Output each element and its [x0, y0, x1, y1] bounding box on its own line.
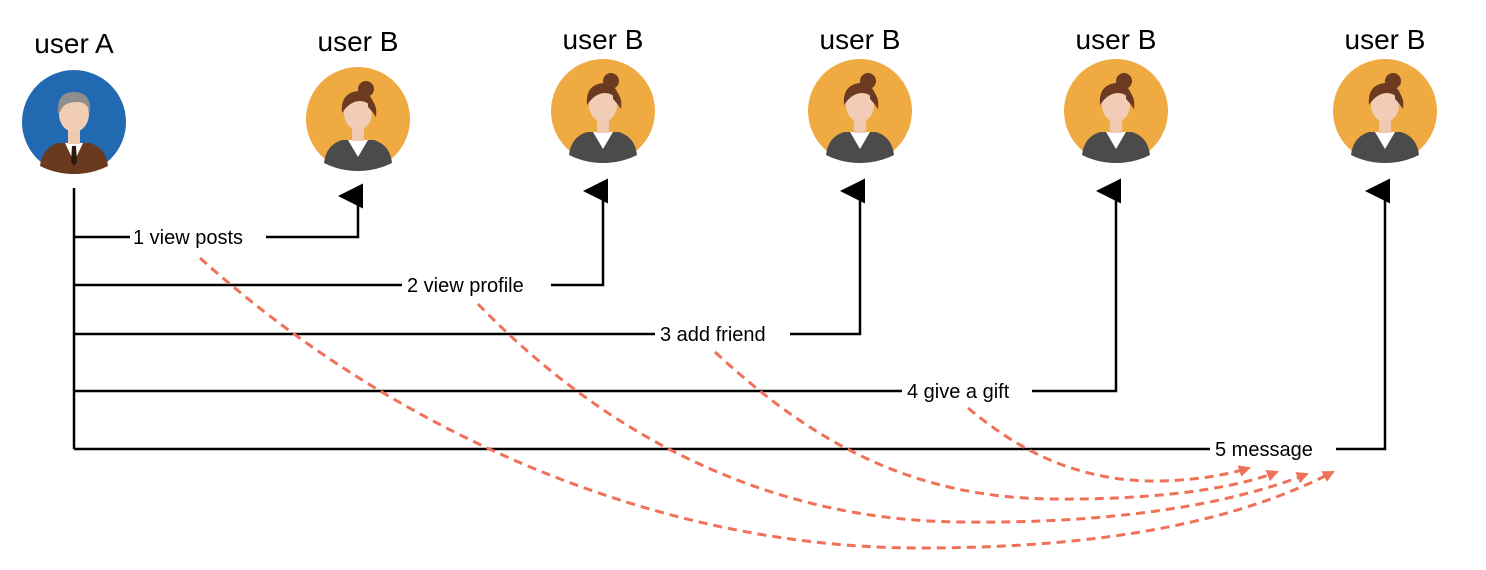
user-b-avatar-icon: [551, 59, 655, 163]
connector-view-posts: [74, 196, 358, 239]
dashed-arrow-gift-to-message: [967, 406, 1251, 483]
user-b-avatar-icon: [306, 67, 410, 171]
user-b-label: user B: [819, 24, 901, 55]
dashed-arrow-profile-to-message: [476, 302, 1309, 524]
user-b-avatar-icon: [808, 59, 912, 163]
step-label-view-posts: 1 view posts: [133, 227, 243, 249]
user-a-label: user A: [34, 28, 114, 59]
dashed-arrow-posts-to-message: [198, 256, 1335, 550]
connector-give-gift: [74, 191, 1116, 393]
connector-message: [74, 191, 1385, 451]
connector-view-profile: [74, 191, 603, 287]
step-label-give-gift: 4 give a gift: [907, 381, 1010, 403]
user-b-label: user B: [562, 24, 644, 55]
user-b-avatar-icon: [1333, 59, 1437, 163]
user-b-label: user B: [1075, 24, 1157, 55]
step-label-view-profile: 2 view profile: [407, 275, 524, 297]
user-b-label: user B: [317, 26, 399, 57]
user-b-label: user B: [1344, 24, 1426, 55]
step-label-message: 5 message: [1215, 439, 1313, 461]
user-a-avatar-icon: [22, 70, 126, 174]
step-label-add-friend: 3 add friend: [660, 324, 766, 346]
connector-add-friend: [74, 191, 860, 336]
dashed-arrow-friend-to-message: [713, 350, 1279, 501]
user-b-avatar-icon: [1064, 59, 1168, 163]
